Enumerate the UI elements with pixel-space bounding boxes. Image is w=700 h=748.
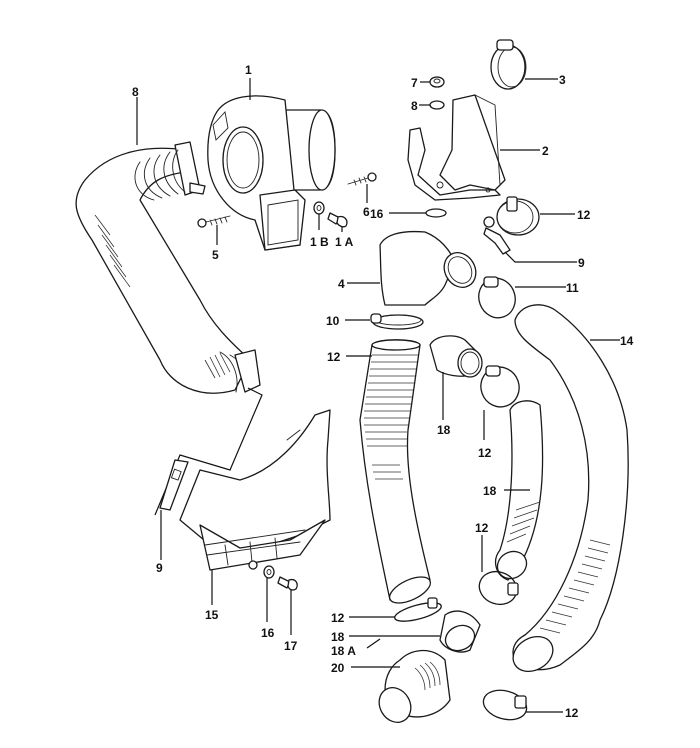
part-14-lower-cover: 15 xyxy=(179,409,331,622)
callout-9: 9 xyxy=(156,561,163,575)
part-12-clamp-bottom-left: 12 xyxy=(331,597,442,625)
callout-7: 8 xyxy=(411,99,418,113)
callout-5-left: 5 xyxy=(212,248,219,262)
callout-17: 16 xyxy=(370,207,384,221)
part-20-sleeve: 20 xyxy=(331,649,451,723)
part-12-clamp-near-18: 12 xyxy=(478,365,520,460)
part-9-clip: 9 xyxy=(156,459,189,575)
part-12-clamp-bottom-right: 12 xyxy=(482,689,579,721)
callout-20: 20 xyxy=(331,661,345,675)
part-11-clip: 9 xyxy=(483,216,585,270)
part-19-hose: 18 xyxy=(483,400,544,581)
callout-12-elbow: 10 xyxy=(326,314,340,328)
callout-5-right: 6 xyxy=(363,205,370,219)
callout-12-top: 12 xyxy=(577,208,591,222)
part-15-washer: 16 xyxy=(261,565,275,640)
callout-10: 12 xyxy=(327,350,341,364)
callout-11: 9 xyxy=(578,256,585,270)
part-1A-bolt: 1 A xyxy=(327,212,354,249)
part-16-bolt: 17 xyxy=(277,576,298,653)
callout-4: 4 xyxy=(338,277,345,291)
callout-18-upper: 18 xyxy=(437,423,451,437)
part-1B-washer: 1 B xyxy=(310,201,329,249)
part-1-blower-housing: 1 xyxy=(207,63,336,251)
callout-1A: 1 A xyxy=(335,235,354,249)
callout-18A: 18 A xyxy=(331,644,356,658)
callout-12-bottom-right: 12 xyxy=(565,706,579,720)
callout-16: 17 xyxy=(284,639,298,653)
callout-18-lower: 18 xyxy=(331,630,345,644)
part-12-clamp-mid-right: 11 xyxy=(478,276,579,319)
callout-12-mid-right: 11 xyxy=(566,281,579,295)
part-12-clamp-top: 12 xyxy=(496,196,591,236)
callout-1B: 1 B xyxy=(310,235,329,249)
part-18-coupling-lower: 18 18 A xyxy=(331,610,481,658)
callout-3: 3 xyxy=(559,73,566,87)
callout-15: 16 xyxy=(261,626,275,640)
part-12-clamp-lower-center: 12 xyxy=(475,521,519,606)
part-18-coupling-upper: 18 xyxy=(429,335,483,437)
part-5-screw-right: 6 xyxy=(347,172,377,219)
callout-12-bottom-left: 12 xyxy=(331,611,345,625)
callout-13: 14 xyxy=(620,334,634,348)
callout-12-near-18: 12 xyxy=(478,446,492,460)
part-3-hose-clamp: 3 xyxy=(490,39,566,90)
callout-12-lower-center: 12 xyxy=(475,521,489,535)
part-2-mounting-bracket: 2 xyxy=(407,94,549,201)
part-12-clamp-elbow: 10 xyxy=(326,313,424,330)
callout-8: 8 xyxy=(132,85,139,99)
callout-6: 7 xyxy=(411,76,418,90)
part-17-gasket: 16 xyxy=(370,207,447,221)
part-13-long-hose: 14 xyxy=(512,304,634,673)
part-6-nut: 7 xyxy=(411,76,445,90)
part-4-elbow-duct: 4 xyxy=(338,230,477,306)
callout-19: 18 xyxy=(483,484,497,498)
part-8-air-duct-hose: 8 xyxy=(75,85,261,394)
callout-1: 1 xyxy=(245,63,252,77)
part-7-washer: 8 xyxy=(411,99,445,113)
part-10-corrugated-hose: 12 xyxy=(327,339,432,604)
part-5-screw-left: 5 xyxy=(197,215,231,262)
callout-14: 15 xyxy=(205,608,219,622)
callout-2: 2 xyxy=(542,144,549,158)
